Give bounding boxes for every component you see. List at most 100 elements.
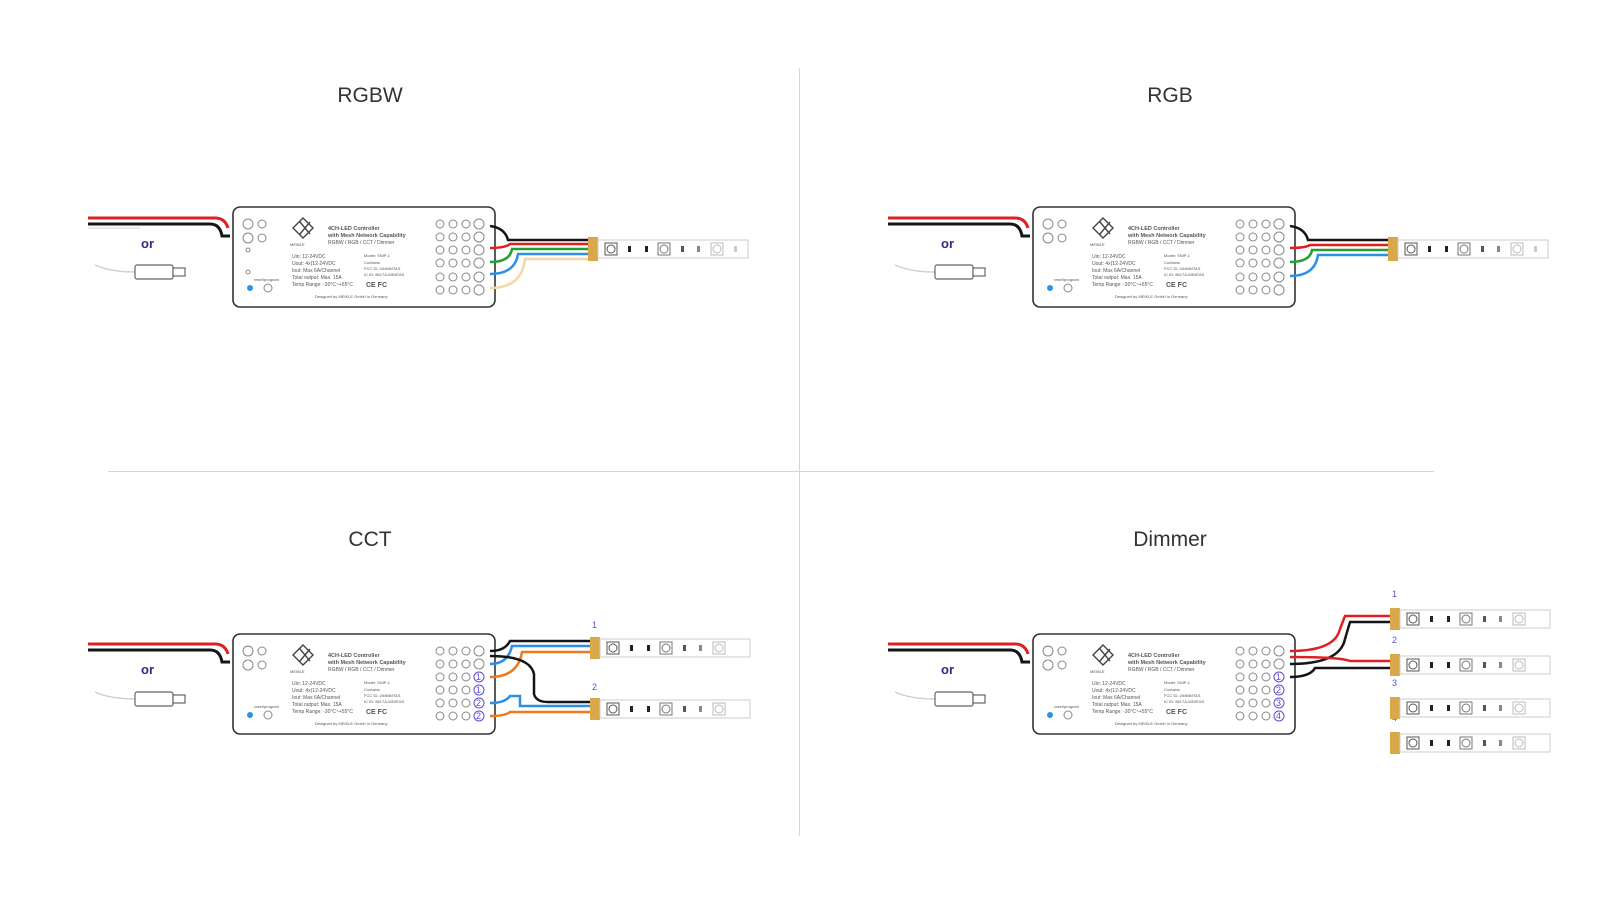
led-strip — [590, 637, 751, 659]
channel-number: 2 — [1276, 685, 1281, 695]
svg-text:CE FC: CE FC — [1166, 709, 1187, 716]
svg-text:IC ID: 8617A-MD8TAS: IC ID: 8617A-MD8TAS — [1164, 699, 1204, 704]
svg-text:Iout: Max 6A/Channel: Iout: Max 6A/Channel — [292, 695, 340, 701]
svg-text:Uin: 12-24VDC: Uin: 12-24VDC — [1092, 681, 1126, 687]
svg-text:Uin: 12-24VDC: Uin: 12-24VDC — [1092, 254, 1126, 260]
or-label: or — [941, 662, 954, 677]
led-strip — [590, 698, 751, 720]
power-black-wire — [888, 222, 1030, 238]
brand-logo-icon — [1092, 217, 1114, 239]
dimmer-wiring-diagram: or MEIBLE 4CH-LED Controller with Mesh N… — [888, 589, 1551, 754]
svg-text:MEIBLE: MEIBLE — [290, 669, 305, 674]
svg-text:Iout: Max 6A/Channel: Iout: Max 6A/Channel — [1092, 695, 1140, 701]
svg-text:Iout: Max 6A/Channel: Iout: Max 6A/Channel — [292, 268, 340, 274]
out-black-wire — [489, 224, 588, 242]
svg-text:IC ID: 8617A-MD8TAS: IC ID: 8617A-MD8TAS — [364, 272, 404, 277]
panel-title: CCT — [348, 528, 392, 551]
channel-number: 4 — [1276, 711, 1281, 721]
svg-text:Total output: Max. 15A: Total output: Max. 15A — [292, 702, 342, 708]
svg-text:CE FC: CE FC — [366, 709, 387, 716]
svg-text:Temp Range: -30°C~+55°C: Temp Range: -30°C~+55°C — [292, 709, 353, 715]
out-red-wire — [1289, 243, 1388, 250]
power-red-wire — [88, 642, 230, 655]
svg-text:RGBW / RGB / CCT / Dimmer: RGBW / RGB / CCT / Dimmer — [1128, 667, 1195, 673]
svg-text:Iout: Max 6A/Channel: Iout: Max 6A/Channel — [1092, 268, 1140, 274]
led-strip — [1390, 608, 1551, 630]
svg-text:Total output: Max. 15A: Total output: Max. 15A — [292, 275, 342, 281]
brand-logo-icon — [292, 644, 314, 666]
strip-number: 3 — [1392, 678, 1397, 688]
svg-text:RGBW / RGB / CCT / Dimmer: RGBW / RGB / CCT / Dimmer — [328, 240, 395, 246]
svg-text:Uout: 4x(12-24VDC: Uout: 4x(12-24VDC — [1092, 688, 1136, 694]
svg-text:Model: SNIP-1: Model: SNIP-1 — [1164, 253, 1191, 258]
brand-logo-icon — [292, 217, 314, 239]
panel-cct: CCT or MEIBLE 4CH-LED Controller with Me… — [0, 444, 800, 900]
panel-rgbw: RGBW or MEIBLE 4CH-LED Controller with M… — [0, 0, 800, 456]
svg-text:Contains: Contains — [1164, 687, 1180, 692]
svg-text:FCC ID: 2AN6MTAS: FCC ID: 2AN6MTAS — [364, 266, 401, 271]
or-label: or — [941, 236, 954, 251]
power-red-wire — [888, 216, 1030, 229]
out-orange-wire — [489, 710, 590, 718]
out-black-wire — [489, 654, 590, 704]
svg-text:Uout: 4x(12-24VDC: Uout: 4x(12-24VDC — [1092, 261, 1136, 267]
svg-text:FCC ID: 2AN6MTAS: FCC ID: 2AN6MTAS — [1164, 693, 1201, 698]
svg-text:FCC ID: 2AN6MTAS: FCC ID: 2AN6MTAS — [1164, 266, 1201, 271]
out-green-wire — [1289, 248, 1388, 264]
svg-text:Uout: 4x(12-24VDC: Uout: 4x(12-24VDC — [292, 261, 336, 267]
svg-text:4CH-LED Controller: 4CH-LED Controller — [328, 226, 381, 232]
controller-box: MEIBLE 4CH-LED Controller with Mesh Netw… — [232, 206, 496, 308]
led-strip — [1390, 654, 1551, 676]
svg-text:with Mesh Network Capability: with Mesh Network Capability — [327, 660, 407, 666]
led-strip — [1390, 732, 1551, 754]
controller-box: MEIBLE 4CH-LED Controller with Mesh Netw… — [1032, 206, 1296, 308]
out-blue-wire — [489, 644, 590, 666]
svg-text:IC ID: 8617A-MD8TAS: IC ID: 8617A-MD8TAS — [1164, 272, 1204, 277]
dc-plug-icon — [934, 691, 974, 707]
svg-text:Model: SNIP-1: Model: SNIP-1 — [364, 680, 391, 685]
out-blue-wire — [489, 694, 590, 708]
strip-number: 1 — [592, 620, 597, 630]
channel-number: 1 — [476, 672, 481, 682]
svg-text:IC ID: 8617A-MD8TAS: IC ID: 8617A-MD8TAS — [364, 699, 404, 704]
out-green-wire — [489, 247, 588, 264]
svg-text:reset/program: reset/program — [1054, 277, 1080, 282]
svg-text:Total output: Max. 15A: Total output: Max. 15A — [1092, 702, 1142, 708]
svg-text:Contains: Contains — [1164, 260, 1180, 265]
svg-text:with Mesh Network Capability: with Mesh Network Capability — [1127, 233, 1207, 239]
svg-text:reset/program: reset/program — [1054, 704, 1080, 709]
dc-plug-icon — [134, 264, 174, 280]
dc-plug-icon — [134, 691, 174, 707]
svg-text:MEIBLE: MEIBLE — [1090, 669, 1105, 674]
panel-rgb: RGB or MEIBLE 4CH-LED Controller with Me… — [800, 0, 1600, 456]
led-strip — [1390, 697, 1551, 719]
svg-text:Uin: 12-24VDC: Uin: 12-24VDC — [292, 254, 326, 260]
svg-text:Designed by MEIKLE GmbH in Ger: Designed by MEIKLE GmbH in Germany — [1115, 721, 1187, 726]
svg-text:with Mesh Network Capability: with Mesh Network Capability — [327, 233, 407, 239]
svg-text:MEIBLE: MEIBLE — [1090, 242, 1105, 247]
strip-number: 1 — [1392, 589, 1397, 599]
svg-text:RGBW / RGB / CCT / Dimmer: RGBW / RGB / CCT / Dimmer — [1128, 240, 1195, 246]
or-label: or — [141, 662, 154, 677]
out-black-wire — [1289, 224, 1388, 242]
cct-wiring-diagram: or MEIBLE 4CH-LED Controller with Mesh N… — [88, 620, 751, 735]
svg-text:MEIBLE: MEIBLE — [290, 242, 305, 247]
led-strip — [1388, 237, 1549, 261]
svg-text:Uin: 12-24VDC: Uin: 12-24VDC — [292, 681, 326, 687]
power-red-wire — [88, 216, 230, 229]
brand-logo-icon — [1092, 644, 1114, 666]
svg-text:Total output: Max. 15A: Total output: Max. 15A — [1092, 275, 1142, 281]
out-red-wire — [1289, 614, 1390, 653]
strip-number: 2 — [592, 682, 597, 692]
svg-text:4CH-LED Controller: 4CH-LED Controller — [1128, 653, 1181, 659]
channel-number: 3 — [1276, 698, 1281, 708]
vertical-divider — [799, 68, 800, 836]
svg-text:Designed by MEIKLE GmbH in Ger: Designed by MEIKLE GmbH in Germany — [1115, 294, 1187, 299]
panel-title: RGBW — [337, 84, 403, 107]
svg-text:RGBW / RGB / CCT / Dimmer: RGBW / RGB / CCT / Dimmer — [328, 667, 395, 673]
power-black-wire — [888, 648, 1030, 664]
svg-text:Temp Range: -30°C~+55°C: Temp Range: -30°C~+55°C — [1092, 282, 1153, 288]
channel-number: 1 — [476, 685, 481, 695]
controller-box: MEIBLE 4CH-LED Controller with Mesh Netw… — [232, 633, 496, 735]
power-black-wire — [88, 222, 230, 238]
